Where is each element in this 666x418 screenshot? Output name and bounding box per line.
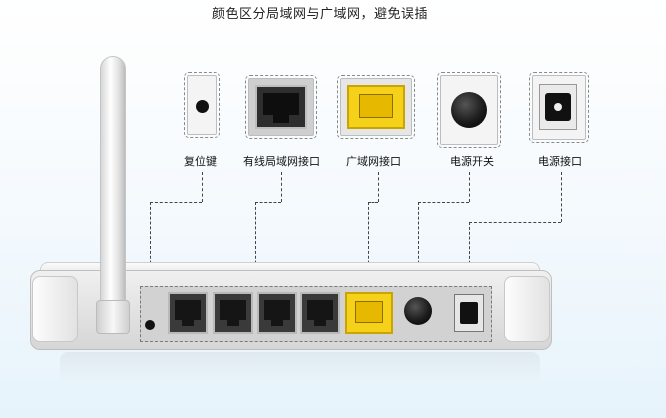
leader-reset-top <box>202 172 203 202</box>
leader-wan-bottom <box>368 202 369 288</box>
power-jack <box>454 294 484 332</box>
reset-hole-icon <box>196 100 209 113</box>
lan-port-3 <box>257 292 297 334</box>
lan-jack-icon <box>255 85 307 129</box>
leader-lan-top <box>281 172 282 202</box>
lan-port-4 <box>300 292 340 334</box>
leader-lan-horizontal <box>255 202 281 203</box>
wan-port <box>345 292 393 334</box>
callout-power-switch <box>437 72 501 148</box>
callout-power-jack <box>529 72 589 143</box>
callout-wan-port <box>337 75 415 139</box>
label-wan: 广域网接口 <box>346 155 401 168</box>
leader-reset-bottom <box>150 202 151 288</box>
label-reset: 复位键 <box>184 155 217 168</box>
leader-switch-top <box>469 172 470 202</box>
caption-title: 颜色区分局域网与广域网，避免误插 <box>211 7 428 22</box>
callout-lan-port <box>245 75 317 139</box>
callout-reset-button <box>184 72 220 138</box>
leader-switch-bottom <box>418 202 419 288</box>
power-switch-icon <box>451 92 487 128</box>
router-right-cap <box>504 276 550 342</box>
leader-reset-horizontal <box>150 202 202 203</box>
leader-jack-horizontal <box>469 222 561 223</box>
power-switch <box>404 297 432 325</box>
antenna-base <box>96 300 130 334</box>
wan-jack-icon <box>347 85 405 129</box>
lan-port-1 <box>168 292 208 334</box>
leader-wan-horizontal <box>368 202 378 203</box>
reset-hole <box>145 320 155 330</box>
power-jack-icon <box>539 84 577 130</box>
leader-switch-horizontal <box>418 202 469 203</box>
antenna <box>100 56 126 332</box>
label-power-switch: 电源开关 <box>450 155 494 168</box>
label-lan: 有线局域网接口 <box>243 155 320 168</box>
leader-lan-bottom <box>255 202 256 288</box>
leader-jack-top <box>561 172 562 222</box>
router-reflection <box>60 352 540 382</box>
lan-port-2 <box>213 292 253 334</box>
router-left-cap <box>32 276 78 342</box>
leader-wan-top <box>378 172 379 202</box>
leader-jack-bottom <box>469 222 470 288</box>
label-power-jack: 电源接口 <box>538 155 582 168</box>
